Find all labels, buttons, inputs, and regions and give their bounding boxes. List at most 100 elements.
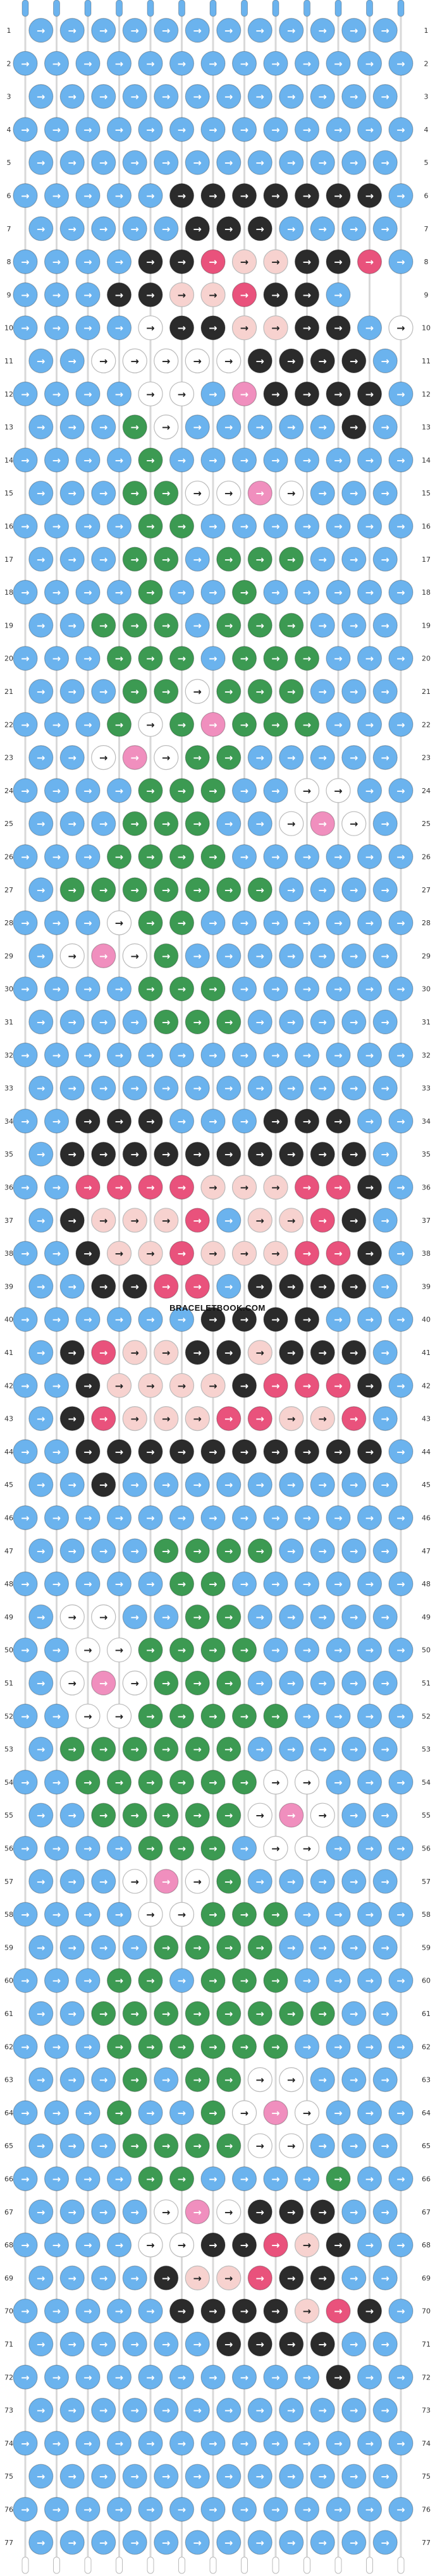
- svg-text:→: →: [146, 1248, 154, 1260]
- svg-text:→: →: [162, 554, 170, 566]
- svg-text:→: →: [396, 58, 405, 70]
- knot: →: [28, 744, 54, 770]
- svg-text:→: →: [224, 2272, 233, 2284]
- svg-text:→: →: [162, 1148, 170, 1160]
- svg-text:→: →: [178, 653, 186, 665]
- svg-text:→: →: [365, 2438, 374, 2450]
- svg-text:→: →: [350, 487, 358, 499]
- svg-text:→: →: [21, 1843, 29, 1855]
- svg-text:→: →: [350, 554, 358, 566]
- svg-text:→: →: [37, 1083, 45, 1095]
- svg-text:→: →: [83, 586, 92, 598]
- knot: →: [91, 2001, 116, 2026]
- svg-text:→: →: [68, 950, 77, 962]
- knot: →: [263, 1174, 288, 1200]
- knot: →: [388, 712, 414, 737]
- row-number-left: 53: [4, 1746, 13, 1754]
- string-end: [116, 2556, 123, 2574]
- svg-text:→: →: [256, 2537, 264, 2549]
- svg-text:→: →: [146, 124, 154, 136]
- svg-text:→: →: [68, 1941, 77, 1953]
- knot: →: [91, 2133, 116, 2158]
- knot: →: [106, 712, 132, 737]
- svg-text:→: →: [209, 2239, 217, 2251]
- knot: →: [59, 1802, 85, 1828]
- knot: →: [91, 612, 116, 638]
- svg-text:→: →: [271, 1975, 279, 1987]
- knot: →: [91, 480, 116, 506]
- svg-text:→: →: [68, 487, 77, 499]
- svg-text:→: →: [287, 2537, 295, 2549]
- knot: →: [231, 282, 257, 307]
- knot: →: [138, 2364, 163, 2390]
- svg-text:→: →: [99, 686, 107, 698]
- knot: →: [28, 2398, 54, 2423]
- svg-text:→: →: [83, 190, 92, 202]
- svg-text:→: →: [99, 1148, 107, 1160]
- row-number-left: 72: [4, 2373, 13, 2381]
- row-number-right: 1: [424, 27, 429, 35]
- row-number-right: 61: [422, 2010, 431, 2018]
- svg-text:→: →: [350, 2272, 358, 2284]
- knot: →: [388, 513, 414, 539]
- svg-text:→: →: [287, 91, 295, 103]
- svg-text:→: →: [99, 619, 107, 631]
- svg-text:→: →: [271, 983, 279, 995]
- svg-text:→: →: [256, 91, 264, 103]
- svg-text:→: →: [146, 58, 154, 70]
- svg-text:→: →: [271, 388, 279, 400]
- knot: →: [216, 1472, 242, 1497]
- knot: →: [357, 910, 383, 935]
- svg-text:→: →: [193, 1545, 202, 1557]
- svg-text:→: →: [162, 1677, 170, 1689]
- knot: →: [13, 1241, 38, 1266]
- svg-text:→: →: [381, 1083, 389, 1095]
- svg-text:→: →: [99, 487, 107, 499]
- svg-text:→: →: [334, 785, 342, 797]
- knot: →: [279, 1935, 304, 1960]
- svg-text:→: →: [319, 2140, 327, 2152]
- knot: →: [326, 381, 351, 406]
- svg-text:→: →: [319, 950, 327, 962]
- knot: →: [44, 1703, 70, 1728]
- knot: →: [216, 877, 242, 902]
- knot: →: [372, 2398, 398, 2423]
- knot: →: [326, 2431, 351, 2456]
- knot: →: [138, 2232, 163, 2257]
- svg-text:→: →: [396, 2239, 405, 2251]
- knot: →: [106, 315, 132, 341]
- knot: →: [169, 1770, 195, 1795]
- svg-text:→: →: [224, 355, 233, 367]
- knot: →: [28, 414, 54, 440]
- row-number-left: 22: [4, 720, 13, 729]
- knot: →: [263, 282, 288, 307]
- svg-text:→: →: [21, 322, 29, 334]
- knot: →: [91, 414, 116, 440]
- svg-text:→: →: [52, 851, 61, 863]
- knot: →: [216, 1141, 242, 1167]
- string-end: [53, 2556, 60, 2574]
- knot: →: [200, 381, 226, 406]
- svg-text:→: →: [209, 289, 217, 301]
- knot: →: [372, 679, 398, 704]
- svg-text:→: →: [131, 752, 139, 764]
- svg-text:→: →: [365, 1512, 374, 1524]
- knot: →: [91, 2067, 116, 2093]
- svg-text:→: →: [131, 355, 139, 367]
- svg-text:→: →: [131, 2008, 139, 2020]
- knot: →: [310, 348, 335, 374]
- knot: →: [13, 2496, 38, 2522]
- svg-text:→: →: [52, 1115, 61, 1127]
- svg-text:→: →: [131, 157, 139, 169]
- row-number-right: 42: [422, 1382, 431, 1390]
- knot: →: [310, 811, 335, 836]
- knot: →: [59, 2199, 85, 2225]
- svg-text:→: →: [68, 1148, 77, 1160]
- knot: →: [294, 1835, 320, 1861]
